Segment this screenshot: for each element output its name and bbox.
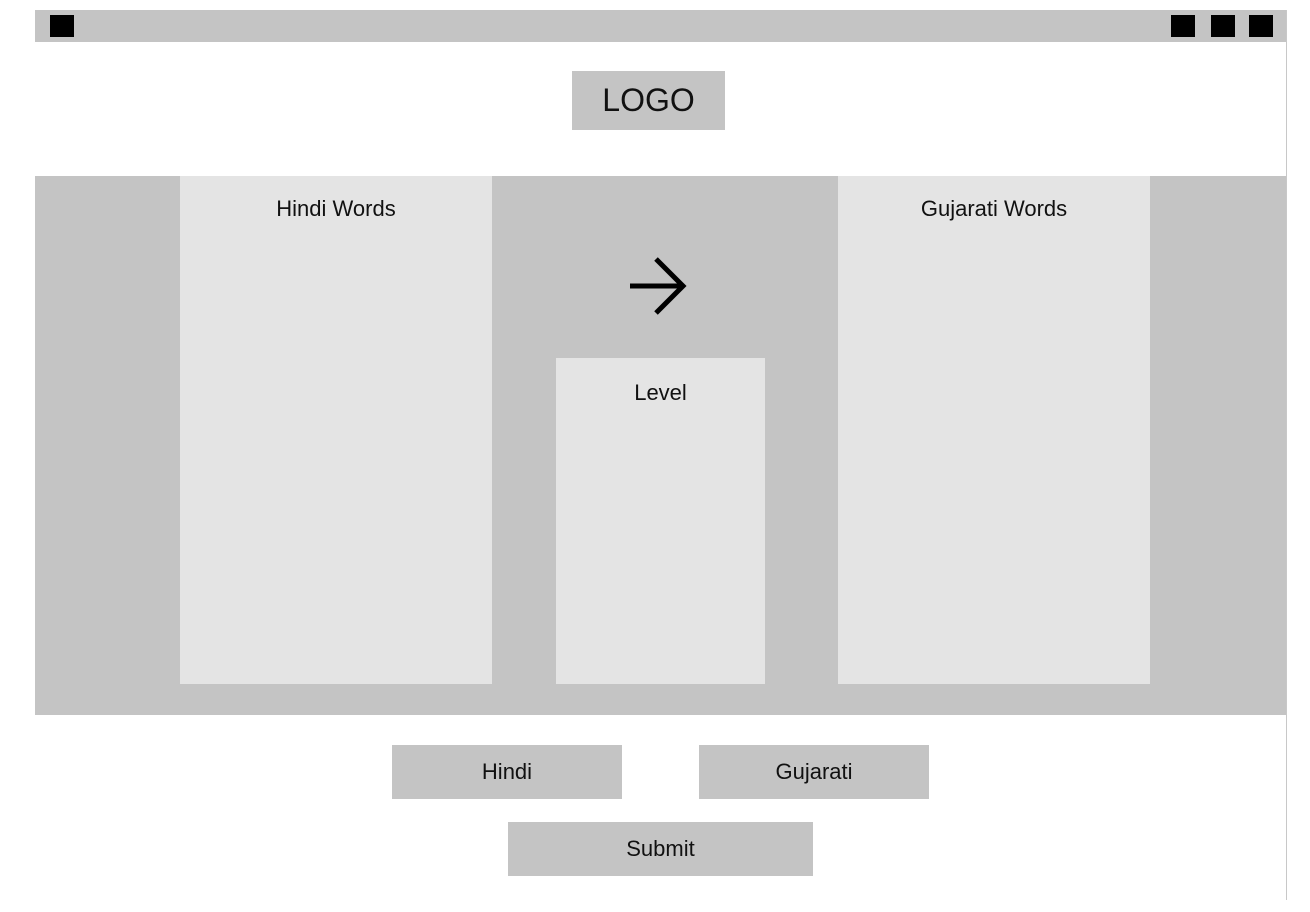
gujarati-words-panel[interactable]: Gujarati Words: [838, 176, 1150, 684]
gujarati-button[interactable]: Gujarati: [699, 745, 929, 799]
app-window: LOGO Hindi Words Level Gujarati Words Hi…: [35, 10, 1287, 900]
minimize-icon[interactable]: [1171, 15, 1195, 37]
maximize-icon[interactable]: [1211, 15, 1235, 37]
arrow-right-icon[interactable]: [626, 253, 690, 317]
logo-text: LOGO: [602, 82, 695, 118]
logo: LOGO: [572, 71, 725, 130]
title-bar: [35, 10, 1286, 42]
app-icon[interactable]: [50, 15, 74, 37]
gujarati-words-title: Gujarati Words: [920, 196, 1068, 221]
hindi-words-title: Hindi Words: [276, 196, 396, 221]
level-title: Level: [634, 380, 687, 405]
level-panel[interactable]: Level: [556, 358, 765, 684]
close-icon[interactable]: [1249, 15, 1273, 37]
hindi-words-panel[interactable]: Hindi Words: [180, 176, 492, 684]
submit-button[interactable]: Submit: [508, 822, 813, 876]
hindi-button[interactable]: Hindi: [392, 745, 622, 799]
